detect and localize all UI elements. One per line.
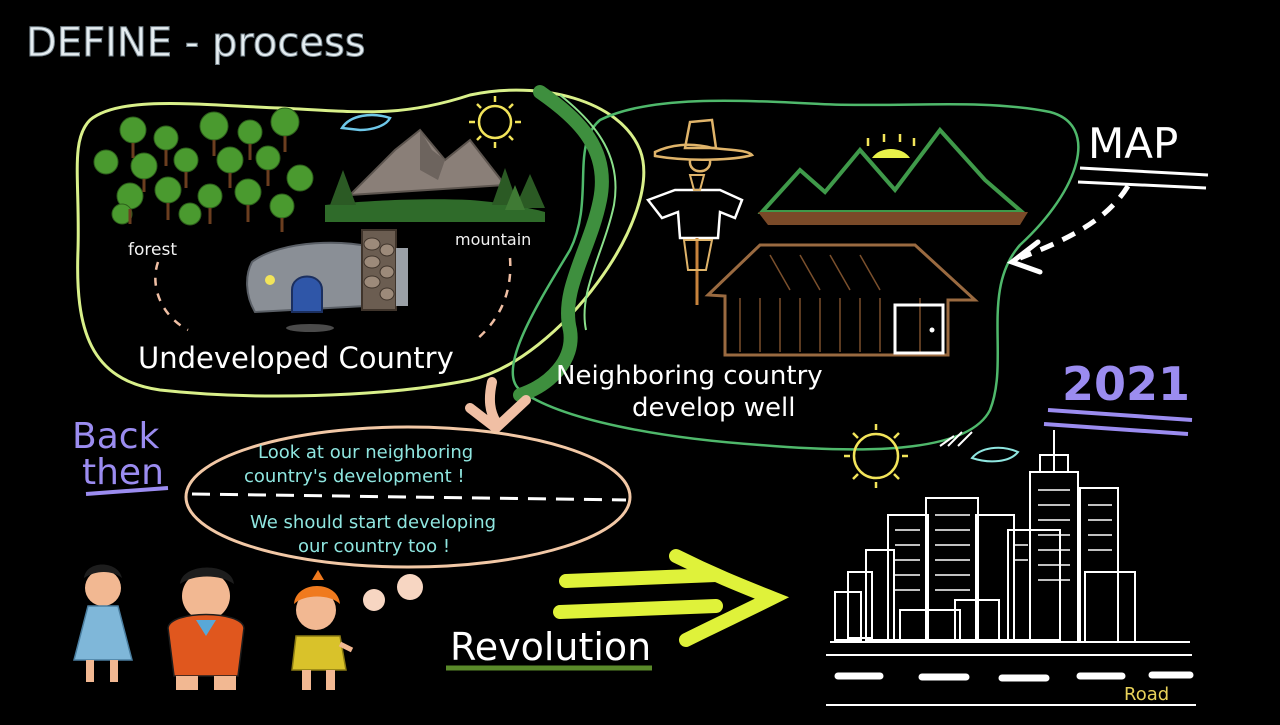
sun-icon-city bbox=[844, 424, 908, 488]
woman-character-illustration bbox=[73, 564, 133, 682]
road-label: Road bbox=[1124, 684, 1169, 705]
down-arrow-shaft bbox=[484, 377, 501, 427]
mountain-dashed-connector bbox=[475, 257, 512, 341]
thought-bubble-dot-small bbox=[363, 589, 385, 611]
girl-character-illustration bbox=[291, 570, 354, 690]
revolution-label: Revolution bbox=[450, 625, 651, 669]
stone-house-illustration bbox=[246, 229, 408, 332]
forest-illustration bbox=[93, 107, 314, 232]
mountain-illustration bbox=[325, 128, 545, 222]
barn-illustration bbox=[704, 243, 979, 357]
green-mountains-illustration bbox=[757, 126, 1028, 225]
undeveloped-country-outline bbox=[75, 88, 646, 398]
man-character-illustration bbox=[167, 567, 245, 690]
neighboring-caption-line1: Neighboring country bbox=[556, 361, 823, 391]
river bbox=[513, 85, 609, 402]
back-then-underline bbox=[85, 486, 169, 496]
bubble-bottom-line1: We should start developing bbox=[250, 512, 496, 533]
scarecrow-illustration bbox=[645, 118, 755, 305]
back-then-line1: Back bbox=[72, 416, 160, 457]
bubble-top-line2: country's development ! bbox=[244, 466, 465, 487]
year-underline-2 bbox=[1043, 422, 1189, 436]
birds-icon bbox=[939, 431, 973, 447]
city-skyline-illustration bbox=[826, 430, 1192, 656]
thought-bubble bbox=[184, 425, 632, 569]
map-arrow-head bbox=[1006, 239, 1043, 275]
thought-bubble-divider bbox=[191, 492, 627, 502]
road-dashes bbox=[834, 671, 1194, 682]
map-label: MAP bbox=[1088, 119, 1178, 168]
down-arrow-head bbox=[465, 395, 531, 433]
back-then-line2: then bbox=[82, 452, 164, 493]
bubble-top-line1: Look at our neighboring bbox=[258, 442, 473, 463]
revolution-arrow bbox=[553, 549, 790, 647]
year-label: 2021 bbox=[1062, 357, 1190, 411]
mountain-label: mountain bbox=[455, 230, 531, 249]
map-dashed-arrow bbox=[1019, 184, 1131, 261]
map-underline-2 bbox=[1077, 180, 1207, 190]
year-underline-1 bbox=[1047, 408, 1193, 422]
cloud-icon-city bbox=[970, 446, 1020, 463]
neighboring-country-outline bbox=[511, 99, 1080, 451]
sun-icon bbox=[469, 96, 521, 148]
forest-label: forest bbox=[128, 240, 177, 260]
page-title: DEFINE - process bbox=[26, 20, 366, 66]
map-underline-1 bbox=[1079, 166, 1209, 177]
bubble-bottom-line2: our country too ! bbox=[298, 536, 450, 557]
cloud-icon bbox=[339, 113, 392, 132]
river-highlight bbox=[559, 94, 617, 331]
neighboring-caption-line2: develop well bbox=[632, 393, 796, 423]
thought-bubble-dot-large bbox=[397, 574, 423, 600]
forest-dashed-connector bbox=[154, 261, 189, 332]
city-windows bbox=[895, 489, 1112, 591]
undeveloped-country-caption: Undeveloped Country bbox=[138, 341, 454, 375]
